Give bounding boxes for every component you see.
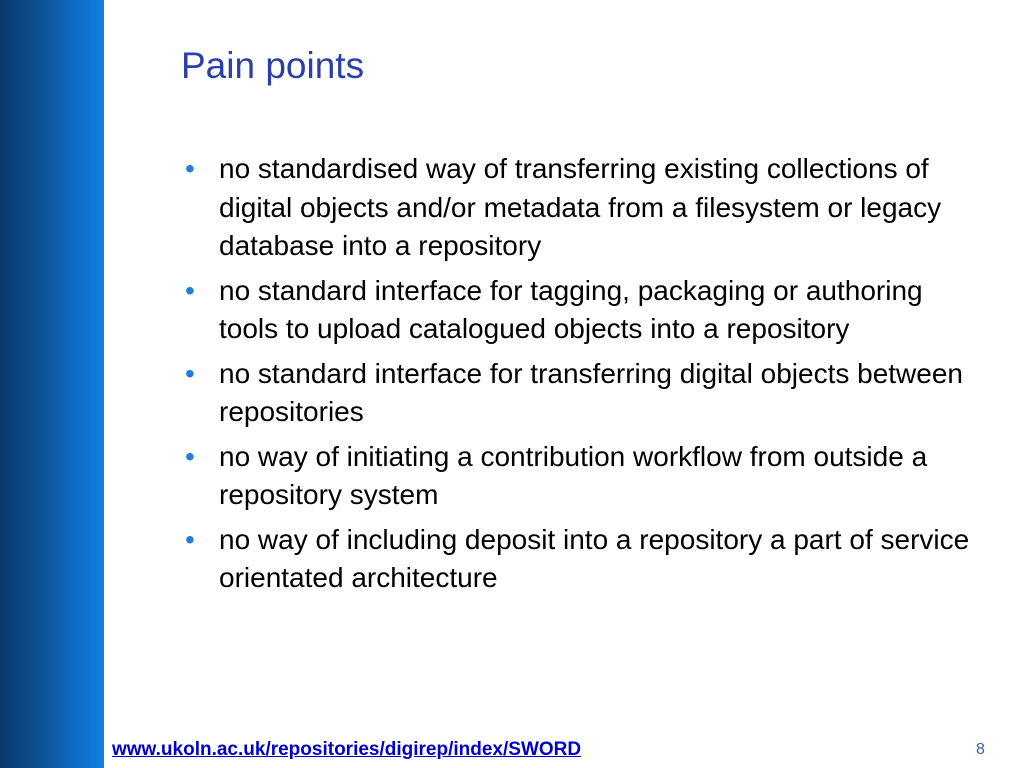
- bullet-icon: •: [185, 440, 195, 472]
- slide-title: Pain points: [181, 45, 365, 86]
- bullet-icon: •: [185, 153, 195, 184]
- bullet-text: no way of including deposit into a repos…: [219, 523, 970, 594]
- bullet-text: no standardised way of transferring exis…: [219, 153, 942, 261]
- list-item: • no standardised way of transferring ex…: [181, 150, 971, 266]
- bullet-text: no standard interface for transferring d…: [219, 357, 963, 428]
- bullet-icon: •: [185, 523, 195, 555]
- side-decoration-bar: [0, 0, 104, 768]
- list-item: • no way of including deposit into a rep…: [181, 521, 971, 598]
- bullet-icon: •: [185, 357, 195, 389]
- list-item: • no way of initiating a contribution wo…: [181, 438, 971, 515]
- footer-url-link[interactable]: www.ukoln.ac.uk/repositories/digirep/ind…: [112, 739, 582, 760]
- bullet-text: no standard interface for tagging, packa…: [219, 274, 923, 345]
- list-item: • no standard interface for tagging, pac…: [181, 272, 971, 349]
- list-item: • no standard interface for transferring…: [181, 355, 971, 432]
- bullet-icon: •: [185, 274, 195, 306]
- page-number: 8: [976, 741, 985, 758]
- bullet-list: • no standardised way of transferring ex…: [181, 150, 971, 604]
- bullet-text: no way of initiating a contribution work…: [219, 440, 928, 511]
